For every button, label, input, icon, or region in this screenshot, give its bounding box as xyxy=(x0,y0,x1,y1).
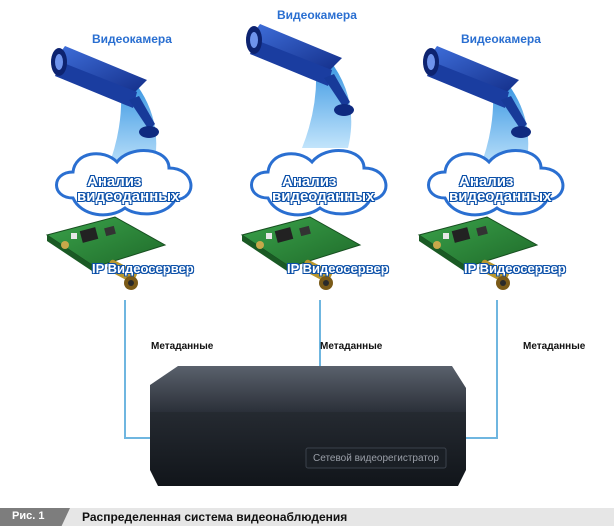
cloud-icon xyxy=(250,149,388,217)
caption-bar xyxy=(0,508,614,526)
nvr-display xyxy=(305,447,447,469)
server-label: IP Видеосервер xyxy=(92,261,194,276)
metadata-label: Метаданные xyxy=(151,341,214,352)
nvr-label: Сетевой видеорегистратор xyxy=(313,453,439,464)
cloud-label-line2: видеоданных xyxy=(77,188,180,205)
caption-tag-text: Рис. 1 xyxy=(12,510,45,522)
link-line-3 xyxy=(466,300,498,439)
cctv-camera-icon xyxy=(51,46,159,138)
camera-beam xyxy=(302,58,352,148)
cctv-camera-icon xyxy=(423,46,531,138)
link-lines xyxy=(124,300,498,439)
circuit-board-icon xyxy=(417,216,539,290)
nvr-device xyxy=(150,366,466,486)
cloud-label-line2: видеоданных xyxy=(272,188,375,205)
nvr-top xyxy=(150,366,466,412)
cloud-label-line1: Анализ xyxy=(459,173,514,190)
camera-unit-1 xyxy=(45,46,193,290)
circuit-board-icon xyxy=(240,216,362,290)
link-line-1 xyxy=(124,300,152,439)
circuit-board-icon xyxy=(45,216,167,290)
cloud-label-line1: Анализ xyxy=(87,173,142,190)
server-label: IP Видеосервер xyxy=(464,261,566,276)
camera-label: Видеокамера xyxy=(92,32,172,46)
cctv-camera-icon xyxy=(246,24,354,116)
camera-beam xyxy=(479,80,529,170)
caption-text: Распределенная система видеонаблюдения xyxy=(82,510,348,524)
camera-label: Видеокамера xyxy=(461,32,541,46)
server-label: IP Видеосервер xyxy=(287,261,389,276)
caption-tag: Рис. 1 xyxy=(0,508,70,526)
camera-unit-3 xyxy=(417,46,565,290)
camera-unit-2 xyxy=(240,24,388,290)
cloud-icon xyxy=(427,149,565,217)
figure-caption: Рис. 1 Распределенная система видеонаблю… xyxy=(0,508,614,532)
metadata-label: Метаданные xyxy=(523,341,586,352)
cloud-label-line2: видеоданных xyxy=(449,188,552,205)
metadata-label: Метаданные xyxy=(320,341,383,352)
cloud-label-line1: Анализ xyxy=(282,173,337,190)
camera-beam xyxy=(107,80,157,170)
cloud-icon xyxy=(55,149,193,217)
camera-label: Видеокамера xyxy=(277,8,357,22)
